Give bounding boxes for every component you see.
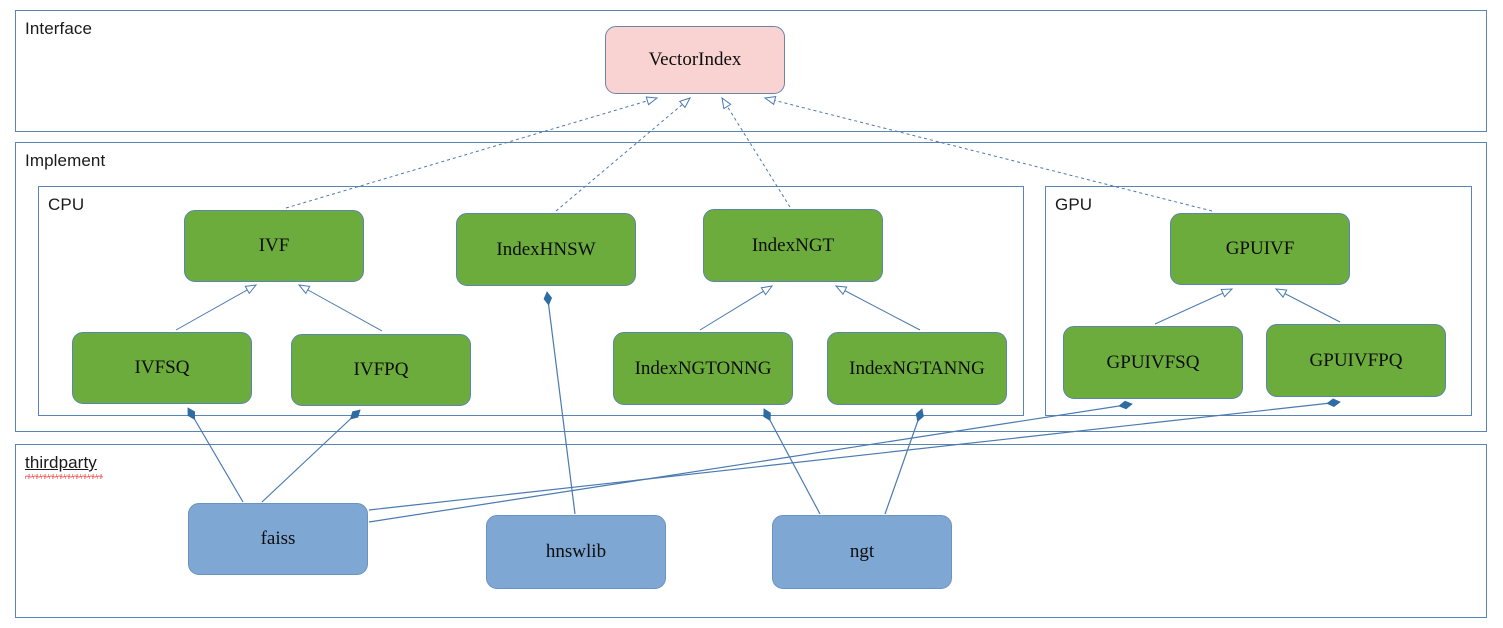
node-gpuivfpq[interactable]: GPUIVFPQ: [1266, 324, 1446, 397]
group-label-implement: Implement: [25, 151, 106, 170]
group-label-interface: Interface: [25, 19, 93, 38]
node-ngt[interactable]: ngt: [772, 515, 952, 589]
node-label-indexngtonng: IndexNGTONNG: [634, 357, 772, 379]
node-label-gpuivf: GPUIVF: [1225, 238, 1295, 260]
node-faiss[interactable]: faiss: [188, 503, 368, 575]
group-label-gpu: GPU: [1055, 195, 1093, 214]
node-vectorindex[interactable]: VectorIndex: [605, 26, 785, 94]
node-label-gpuivfpq: GPUIVFPQ: [1309, 349, 1403, 371]
node-label-indexngtanng: IndexNGTANNG: [849, 357, 985, 379]
node-label-ngt: ngt: [849, 541, 875, 563]
node-label-gpuivfsq: GPUIVFSQ: [1106, 351, 1200, 373]
node-label-indexngt: IndexNGT: [751, 234, 835, 256]
node-label-vectorindex: VectorIndex: [648, 49, 742, 71]
node-ivfsq[interactable]: IVFSQ: [72, 332, 252, 404]
node-ivfpq[interactable]: IVFPQ: [291, 334, 471, 406]
node-indexngtonng[interactable]: IndexNGTONNG: [613, 332, 793, 405]
node-label-ivf: IVF: [258, 235, 290, 257]
node-ivf[interactable]: IVF: [184, 210, 364, 282]
spellcheck-squiggle-thirdparty: [25, 474, 103, 479]
node-gpuivf[interactable]: GPUIVF: [1170, 213, 1350, 285]
node-label-indexhnsw: IndexHNSW: [496, 238, 596, 260]
node-label-ivfsq: IVFSQ: [134, 357, 190, 379]
node-label-hnswlib: hnswlib: [545, 541, 607, 563]
node-gpuivfsq[interactable]: GPUIVFSQ: [1063, 326, 1243, 399]
group-label-thirdparty: thirdparty: [25, 453, 97, 472]
node-label-faiss: faiss: [260, 528, 296, 550]
node-indexngtanng[interactable]: IndexNGTANNG: [827, 332, 1007, 405]
group-label-cpu: CPU: [48, 195, 85, 214]
node-label-ivfpq: IVFPQ: [353, 359, 409, 381]
node-indexhnsw[interactable]: IndexHNSW: [456, 213, 636, 286]
node-hnswlib[interactable]: hnswlib: [486, 515, 666, 589]
node-indexngt[interactable]: IndexNGT: [703, 209, 883, 282]
